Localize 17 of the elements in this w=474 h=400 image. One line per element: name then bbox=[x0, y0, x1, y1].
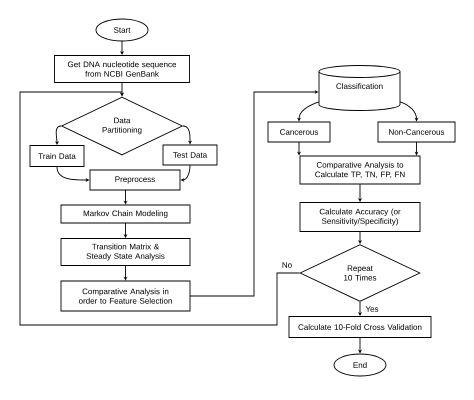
process-box: Test Data bbox=[162, 144, 218, 166]
edge-label: Yes bbox=[364, 305, 380, 313]
process-box: Preprocess bbox=[90, 170, 180, 190]
node-label: Classification bbox=[336, 83, 383, 89]
process-box: Markov Chain Modeling bbox=[60, 204, 190, 224]
process-box: Non-Cancerous bbox=[378, 122, 456, 142]
process-box: Comparative Analysis in order to Feature Selection bbox=[60, 280, 190, 312]
database-cylinder: Classification bbox=[318, 65, 400, 111]
process-box: Get DNA nucleotide sequence from NCBI GenBank bbox=[54, 55, 190, 83]
process-box: Calculate 10-Fold Cross Validation bbox=[288, 316, 432, 338]
process-box: Comparative Analysis to Calculate TP, TN, FP, FN bbox=[300, 156, 420, 184]
process-box: Cancerous bbox=[268, 122, 330, 142]
edge-label: No bbox=[280, 261, 294, 269]
process-box: Train Data bbox=[30, 145, 84, 167]
process-box: Transition Matrix & Steady State Analysis bbox=[60, 238, 190, 266]
arrow bbox=[20, 92, 300, 326]
process-box: Calculate Accuracy (or Sensitivity/Specificity) bbox=[300, 202, 420, 232]
